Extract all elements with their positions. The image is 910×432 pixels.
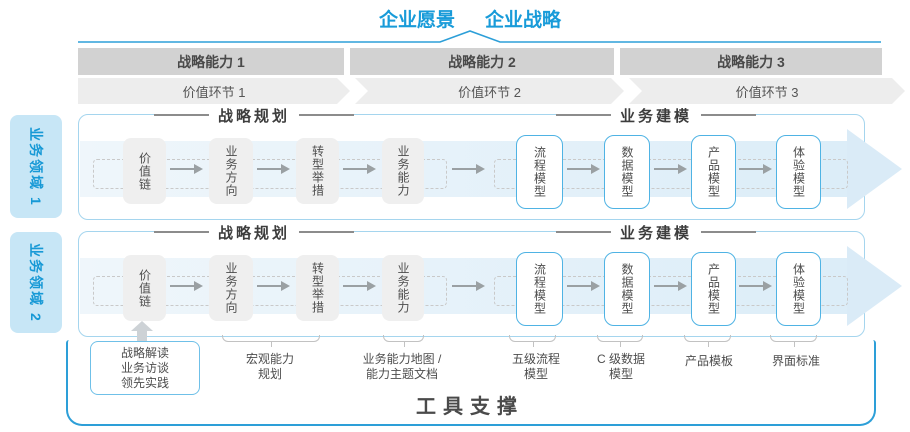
node-business-capability: 业务能力 [382, 138, 424, 204]
flow-arrow [653, 164, 687, 174]
page-title: 企业愿景 企业战略 [379, 5, 561, 32]
flow-arrow [566, 164, 600, 174]
swimlane-domain-1: 战略规划 业务建模 价值链 业务方向 转型举措 业务能力 流程模型 数据模型 产… [78, 104, 902, 220]
capability-bar-1: 战略能力 1 [78, 48, 344, 75]
value-link-3: 价值环节 3 [629, 78, 905, 104]
bracket-ui-standard [770, 335, 817, 347]
dashed-group-modeling [494, 276, 848, 306]
label-product-template: 产品模板 [684, 354, 734, 368]
strategy-title: 企业战略 [485, 10, 562, 31]
dashed-group-planning [93, 159, 447, 189]
domain-label-2: 业务领域 2 [10, 232, 62, 333]
label-c-level-data-model: C 级数据模型 [596, 352, 646, 381]
node-value-chain: 价值链 [123, 138, 166, 204]
label-l5-process-model: 五级流程模型 [511, 352, 561, 381]
node-transformation-initiatives: 转型举措 [296, 255, 339, 321]
node-process-model: 流程模型 [516, 252, 563, 326]
flow-arrow [738, 281, 772, 291]
vision-title: 企业愿景 [378, 10, 455, 31]
node-business-capability: 业务能力 [382, 255, 424, 321]
value-link-1: 价值环节 1 [78, 78, 350, 104]
flow-arrow [169, 164, 203, 174]
flow-arrow [451, 281, 485, 291]
flow-arrow [653, 281, 687, 291]
flow-arrow [342, 281, 376, 291]
section-title-planning: 战略规划 [153, 221, 355, 243]
flow-arrow [566, 281, 600, 291]
up-arrow [131, 321, 153, 344]
bracket-macro-capability [222, 335, 320, 347]
flow-arrow [256, 281, 290, 291]
value-link-2: 价值环节 2 [355, 78, 624, 104]
capability-bar-3: 战略能力 3 [620, 48, 882, 75]
flow-band-arrowhead [847, 129, 902, 209]
bracket-product-template [684, 335, 731, 347]
value-link-band: 价值环节 1 价值环节 2 价值环节 3 [78, 78, 905, 104]
node-process-model: 流程模型 [516, 135, 563, 209]
bracket-process-model [509, 335, 556, 347]
label-capability-map-doc: 业务能力地图 /能力主题文档 [362, 352, 442, 381]
node-data-model: 数据模型 [604, 135, 650, 209]
tools-support-title: 工具支撑 [416, 396, 524, 418]
domain-label-1: 业务领域 1 [10, 115, 62, 218]
flow-arrow [738, 164, 772, 174]
flow-band-arrowhead [847, 246, 902, 326]
section-title-planning: 战略规划 [153, 104, 355, 126]
node-business-direction: 业务方向 [209, 138, 253, 204]
section-title-modeling: 业务建模 [555, 221, 757, 243]
node-experience-model: 体验模型 [776, 135, 821, 209]
section-title-modeling: 业务建模 [555, 104, 757, 126]
dashed-group-modeling [494, 159, 848, 189]
flow-arrow [451, 164, 485, 174]
node-product-model: 产品模型 [691, 135, 736, 209]
bracket-capability-map [383, 335, 424, 347]
practice-box: 战略解读 业务访谈 领先实践 [90, 341, 200, 395]
node-business-direction: 业务方向 [209, 255, 253, 321]
label-macro-capability-planning: 宏观能力规划 [245, 352, 295, 381]
node-experience-model: 体验模型 [776, 252, 821, 326]
bracket-data-model [597, 335, 643, 347]
title-divider-line [78, 30, 881, 43]
node-transformation-initiatives: 转型举措 [296, 138, 339, 204]
swimlane-domain-2: 战略规划 业务建模 价值链 业务方向 转型举措 业务能力 流程模型 数据模型 产… [78, 221, 902, 337]
node-data-model: 数据模型 [604, 252, 650, 326]
flow-arrow [342, 164, 376, 174]
flow-arrow [169, 281, 203, 291]
label-ui-standard: 界面标准 [771, 354, 821, 368]
flow-arrow [256, 164, 290, 174]
tools-support-frame [66, 340, 876, 426]
node-value-chain: 价值链 [123, 255, 166, 321]
dashed-group-planning [93, 276, 447, 306]
node-product-model: 产品模型 [691, 252, 736, 326]
capability-bar-2: 战略能力 2 [350, 48, 614, 75]
capability-bars: 战略能力 1 战略能力 2 战略能力 3 [78, 48, 882, 75]
